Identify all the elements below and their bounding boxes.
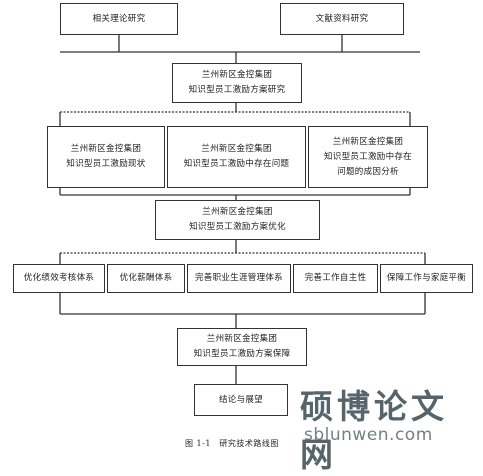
work-family-balance-box: 保障工作与家庭平衡 bbox=[380, 264, 473, 293]
flow-connectors bbox=[59, 35, 426, 384]
conclusion-box: 结论与展望 bbox=[194, 384, 288, 416]
work-family-balance-label: 保障工作与家庭平衡 bbox=[386, 273, 467, 283]
causes-line-3: 问题的成因分析 bbox=[337, 166, 399, 177]
plan-research-line-1: 兰州新区金控集团 bbox=[201, 70, 273, 80]
career-management-box: 完善职业生涯管理体系 bbox=[187, 264, 291, 293]
problems-line-1: 兰州新区金控集团 bbox=[201, 144, 272, 154]
watermark-url: sblunwen.com bbox=[304, 425, 433, 445]
optimization-line-2: 知识型员工激励方案优化 bbox=[189, 222, 286, 232]
optimize-performance-appraisal-box: 优化绩效考核体系 bbox=[13, 264, 105, 293]
optimization-line-1: 兰州新区金控集团 bbox=[202, 207, 273, 217]
work-autonomy-box: 完善工作自主性 bbox=[293, 264, 378, 293]
status-line-2: 知识型员工激励现状 bbox=[66, 159, 146, 169]
incentive-plan-research-box: 兰州新区金控集团 知识型员工激励方案研究 bbox=[172, 63, 302, 103]
incentive-plan-guarantee-box: 兰州新区金控集团 知识型员工激励方案保障 bbox=[177, 328, 307, 366]
literature-research-box: 文献资料研究 bbox=[280, 3, 404, 35]
related-theory-research-box: 相关理论研究 bbox=[60, 3, 178, 35]
problems-line-2: 知识型员工激励中存在问题 bbox=[183, 159, 290, 169]
plan-research-line-2: 知识型员工激励方案研究 bbox=[188, 85, 286, 95]
optimize-salary-label: 优化薪酬体系 bbox=[119, 273, 173, 283]
incentive-status-box: 兰州新区金控集团 知识型员工激励现状 bbox=[47, 126, 165, 188]
career-management-label: 完善职业生涯管理体系 bbox=[194, 273, 283, 283]
status-line-1: 兰州新区金控集团 bbox=[70, 144, 142, 154]
causes-line-1: 兰州新区金控集团 bbox=[332, 136, 404, 147]
related-theory-research-label: 相关理论研究 bbox=[92, 13, 146, 24]
work-autonomy-label: 完善工作自主性 bbox=[304, 273, 367, 283]
guarantee-line-2: 知识型员工激励方案保障 bbox=[193, 349, 291, 359]
optimize-salary-box: 优化薪酬体系 bbox=[107, 264, 185, 293]
incentive-plan-optimization-box: 兰州新区金控集团 知识型员工激励方案优化 bbox=[155, 200, 320, 240]
incentive-problems-box: 兰州新区金控集团 知识型员工激励中存在问题 bbox=[167, 126, 306, 188]
guarantee-line-1: 兰州新区金控集团 bbox=[206, 334, 278, 344]
literature-research-label: 文献资料研究 bbox=[315, 13, 369, 24]
causes-line-2: 知识型员工激励中存在 bbox=[323, 151, 412, 162]
problem-causes-box: 兰州新区金控集团 知识型员工激励中存在 问题的成因分析 bbox=[308, 126, 428, 188]
conclusion-label: 结论与展望 bbox=[218, 394, 263, 405]
figure-caption: 图 1-1 研究技术路线图 bbox=[185, 439, 279, 448]
optimize-performance-appraisal-label: 优化绩效考核体系 bbox=[23, 273, 95, 283]
